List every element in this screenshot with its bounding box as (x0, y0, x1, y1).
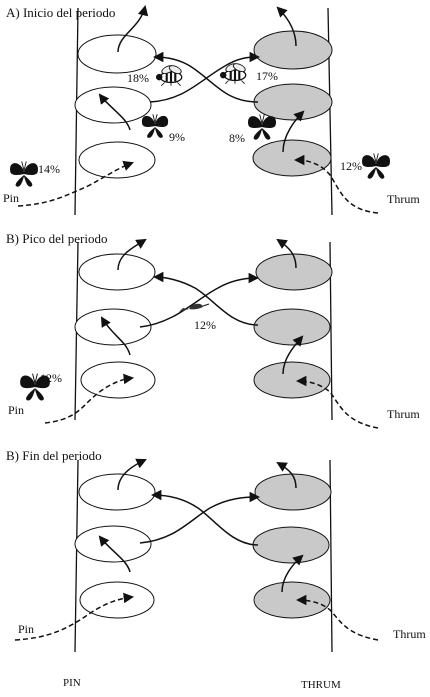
pin-label: Pin (8, 403, 24, 417)
butterfly-icon (141, 113, 169, 139)
percent-label: 9% (169, 130, 185, 144)
pin-outflow-arrow (117, 238, 147, 271)
thrum-outflow-arrow (276, 6, 297, 47)
thrum-flower-bottom (252, 139, 332, 177)
thrum-label: Thrum (387, 407, 420, 421)
pin-label: Pin (3, 191, 19, 205)
percent-label: 17% (256, 69, 278, 83)
transfer-arrow-pin-to-thrum (149, 51, 261, 103)
pin-outflow-arrow (117, 458, 147, 491)
pin-label: Pin (18, 622, 34, 636)
pin-upward-arrow (98, 93, 131, 131)
thrum-flower-middle (253, 308, 331, 346)
pin-axis-line (74, 7, 79, 216)
transfer-arrow-thrum-to-pin (150, 489, 259, 546)
pin-flower-top (77, 34, 157, 74)
percent-label: 12% (40, 371, 62, 385)
panel-title: B) Fin del periodo (6, 448, 102, 463)
thrum-upward-arrow (281, 554, 304, 593)
thrum-flower-top (255, 253, 333, 291)
thrum-flower-top (253, 30, 333, 70)
thrum-outflow-arrow (276, 461, 297, 489)
percent-label: 8% (229, 131, 245, 145)
pin-flower-bottom (80, 361, 156, 399)
bee-icon (156, 64, 184, 86)
transfer-arrow-pin-to-thrum (139, 491, 261, 544)
thrum-axis-label: THRUM (301, 679, 341, 691)
thrum-flower-top (254, 473, 332, 511)
pin-entry-dashed-arrow (14, 592, 135, 641)
thrum-upward-arrow (282, 110, 305, 153)
bee-icon (220, 62, 248, 84)
butterfly-icon (361, 152, 391, 180)
thrum-flower-bottom (253, 581, 331, 619)
panel-a: A) Inicio del periodo 18% 17% 9% 8% 14% … (3, 4, 420, 216)
percent-label: 18% (127, 71, 149, 85)
butterfly-icon (9, 160, 39, 188)
pin-upward-arrow (100, 316, 131, 356)
panel-b-peak: B) Pico del periodo 12% 12% Pin Thrum (6, 231, 420, 429)
pin-flower-bottom (78, 141, 156, 179)
transfer-arrow-thrum-to-pin (152, 271, 259, 326)
panel-b-end: B) Fin del periodo Pin Thrum (6, 448, 426, 653)
thrum-axis-line (327, 7, 333, 216)
percent-label: 12% (340, 159, 362, 173)
pin-flower-top (78, 473, 156, 511)
percent-label: 14% (38, 162, 60, 176)
pin-entry-dashed-arrow (44, 373, 135, 424)
butterfly-icon (247, 113, 277, 141)
thrum-flower-bottom (253, 361, 331, 399)
thrum-upward-arrow (282, 335, 304, 375)
panel-title: B) Pico del periodo (6, 231, 107, 246)
percent-label: 12% (194, 318, 216, 332)
thrum-outflow-arrow (276, 238, 297, 269)
pin-upward-arrow (98, 535, 131, 573)
thrum-entry-dashed-arrow (295, 594, 379, 641)
thrum-flower-middle (252, 526, 330, 564)
pin-flower-middle (74, 86, 152, 124)
panel-title: A) Inicio del periodo (6, 5, 115, 20)
pin-flower-bottom (79, 581, 155, 619)
pin-axis-line (74, 459, 79, 653)
thrum-label: Thrum (387, 192, 420, 206)
pin-axis-label: PIN (63, 677, 81, 689)
pin-flower-middle (74, 525, 152, 563)
thrum-entry-dashed-arrow (293, 154, 379, 214)
transfer-arrow-pin-to-thrum (139, 272, 260, 328)
pin-entry-dashed-arrow (17, 160, 134, 207)
thrum-flower-middle (253, 83, 333, 121)
pin-flower-middle (74, 308, 152, 346)
pin-outflow-arrow (117, 4, 149, 53)
transfer-arrow-thrum-to-pin (152, 51, 259, 103)
pin-flower-top (78, 253, 156, 291)
thrum-label: Thrum (393, 627, 426, 641)
